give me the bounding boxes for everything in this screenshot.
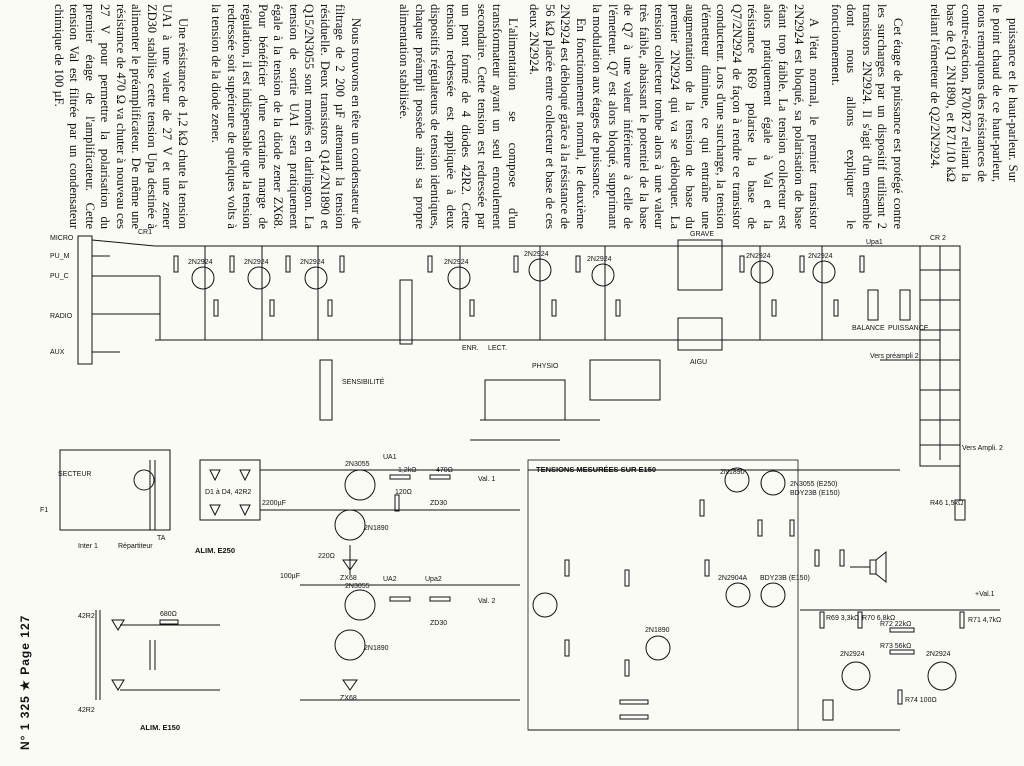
- label-c2200: 2200µF: [262, 500, 286, 507]
- prot-r70: R70 6,8kΩ: [862, 615, 895, 622]
- prot-val1: +Val.1: [975, 591, 995, 598]
- label-r46: R46 1,5kΩ: [930, 500, 963, 507]
- label-tensions: TENSIONS MESURÉES SUR E150: [536, 465, 656, 474]
- label-cr2: CR 2: [930, 235, 946, 242]
- control-balance: BALANCE: [852, 325, 885, 332]
- label-ua2: UA2: [383, 576, 397, 583]
- label-upa2: Upa2: [425, 576, 442, 583]
- label-vers-ampli: Vers Ampli. 2: [962, 445, 1003, 452]
- prot-q1: 2N2924: [840, 651, 865, 658]
- control-physio: PHYSIO: [532, 363, 559, 370]
- label-alim-e150: ALIM. E150: [140, 723, 180, 732]
- label-val1: Val. 1: [478, 476, 495, 483]
- input-pu-m: PU_M: [50, 253, 70, 260]
- label-cr1: CR1: [138, 229, 152, 236]
- amp-q-2n1890: 2N1890: [720, 469, 745, 476]
- preamp-q4-label: 2N2924: [444, 259, 469, 266]
- reg2-2n3055: 2N3055: [345, 583, 370, 590]
- input-aux: AUX: [50, 349, 65, 356]
- amp-q-2n2904: 2N2904A: [718, 575, 748, 582]
- label-r12k: 1,2kΩ: [398, 467, 416, 474]
- reg2-2n1890: 2N1890: [364, 645, 389, 652]
- input-radio: RADIO: [50, 313, 73, 320]
- label-r120: 120Ω: [395, 489, 412, 496]
- label-ua1: UA1: [383, 454, 397, 461]
- amp-out-bdy: BDY23B (E150): [790, 490, 840, 497]
- reg2-zx68: ZX68: [340, 695, 357, 702]
- preamp-q8-label: 2N2924: [808, 253, 833, 260]
- label-c100: 100µF: [280, 573, 300, 580]
- e150-r680: 680Ω: [160, 611, 177, 618]
- control-aigu: AIGU: [690, 359, 707, 366]
- label-upa1: Upa1: [866, 239, 883, 246]
- reg1-2n3055: 2N3055: [345, 461, 370, 468]
- reg1-zx68: ZX68: [340, 575, 357, 582]
- label-alim-e250: ALIM. E250: [195, 546, 235, 555]
- control-puissance: PUISSANCE: [888, 325, 929, 332]
- label-vers-preampli: Vers préampli 2: [870, 353, 919, 360]
- control-lect: LECT.: [488, 345, 507, 352]
- label-inter1: Inter 1: [78, 543, 98, 550]
- preamp-q1-label: 2N2924: [188, 259, 213, 266]
- input-micro: MICRO: [50, 235, 74, 242]
- preamp-q3-label: 2N2924: [300, 259, 325, 266]
- label-repartiteur: Répartiteur: [118, 543, 153, 550]
- label-diodes: D1 à D4, 42R2: [205, 489, 251, 496]
- amp-q-2n1890-b: 2N1890: [645, 627, 670, 634]
- preamp-q2-label: 2N2924: [244, 259, 269, 266]
- label-f1: F1: [40, 507, 48, 514]
- label-r470: 470Ω: [436, 467, 453, 474]
- preamp-q5-label: 2N2924: [524, 251, 549, 258]
- label-ta: TA: [157, 535, 166, 542]
- amp-out-2n3055: 2N3055 (E250): [790, 481, 837, 488]
- label-r220: 220Ω: [318, 553, 335, 560]
- prot-q2: 2N2924: [926, 651, 951, 658]
- prot-r72: R72 22kΩ: [880, 621, 911, 628]
- label-val2: Val. 2: [478, 598, 495, 605]
- prot-r71: R71 4,7kΩ: [968, 617, 1001, 624]
- control-enr: ENR.: [462, 345, 479, 352]
- amp-q-bdy: BDY23B (E150): [760, 575, 810, 582]
- prot-r73: R73 56kΩ: [880, 643, 911, 650]
- e150-d-top: 42R2: [78, 613, 95, 620]
- reg1-zd30: ZD30: [430, 500, 447, 507]
- reg2-zd30: ZD30: [430, 620, 447, 627]
- e150-d-bottom: 42R2: [78, 707, 95, 714]
- control-grave: GRAVE: [690, 231, 714, 238]
- reg1-2n1890: 2N1890: [364, 525, 389, 532]
- label-secteur: SECTEUR: [58, 471, 91, 478]
- preamp-q7-label: 2N2924: [746, 253, 771, 260]
- preamp-q6-label: 2N2924: [587, 256, 612, 263]
- prot-r74: R74 100Ω: [905, 697, 937, 704]
- prot-r69: R69 3,3kΩ: [826, 615, 859, 622]
- control-sensibilite: SENSIBILITÉ: [342, 377, 385, 386]
- input-pu-c: PU_C: [50, 273, 69, 280]
